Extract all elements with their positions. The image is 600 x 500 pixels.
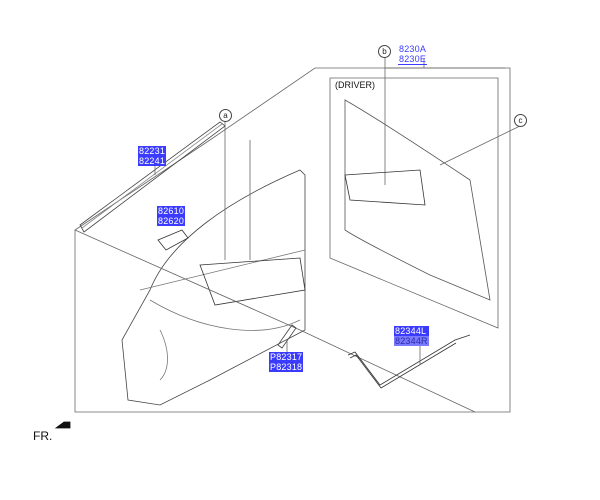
part-number[interactable]: P82318 — [269, 362, 304, 372]
part-label-switch[interactable]: 82610 82620 — [157, 206, 186, 226]
part-number[interactable]: 82241 — [138, 156, 167, 166]
callout-a: a — [219, 109, 232, 122]
part-label-clip[interactable]: P82317 P82318 — [269, 352, 304, 372]
part-number[interactable]: P82317 — [269, 352, 304, 362]
weatherstrip — [79, 121, 226, 233]
part-number[interactable]: 8230A — [399, 44, 427, 54]
leader-8230 — [384, 58, 505, 185]
part-number[interactable]: 82344L — [394, 326, 429, 336]
wire — [347, 334, 471, 389]
part-number[interactable]: 82610 — [157, 206, 186, 216]
frame-driver — [329, 77, 499, 329]
callout-c: c — [514, 114, 527, 127]
part-label-weatherstrip[interactable]: 82231 82241 — [138, 146, 167, 166]
door-trim-panel — [121, 169, 306, 406]
window-switch — [157, 229, 189, 251]
clip — [277, 324, 297, 349]
part-number[interactable]: 82344R — [394, 336, 429, 346]
part-number[interactable]: 8230E — [398, 54, 428, 65]
fr-arrow-icon — [54, 421, 71, 429]
driver-label: (DRIVER) — [335, 80, 375, 90]
front-indicator: FR. — [33, 429, 53, 443]
part-label-wire[interactable]: 82344L 82344R — [394, 326, 429, 346]
part-number[interactable]: 82620 — [157, 216, 186, 226]
leader-c — [439, 125, 521, 166]
driver-door-panel — [344, 99, 491, 301]
callout-b: b — [378, 45, 391, 58]
part-number[interactable]: 82231 — [138, 146, 167, 156]
part-label-trim-panel[interactable]: 8230A 8230E — [398, 44, 428, 65]
